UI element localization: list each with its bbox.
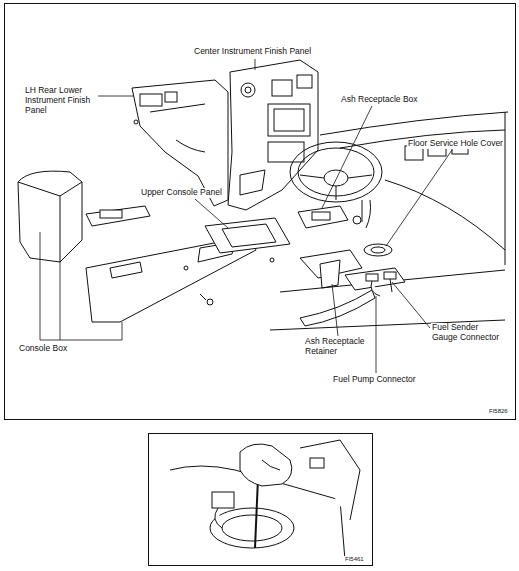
frame [5,4,516,420]
leader-line [40,232,122,340]
center-panel [228,60,318,210]
part-label: LH Rear Lower Instrument Finish Panel [24,86,98,115]
upper-console-panel [205,218,290,262]
center-panel [268,142,304,162]
inset-illustration [210,508,294,548]
ash-receptacle [312,212,330,220]
leader-line [60,262,61,340]
center-panel [241,83,255,97]
console-box [100,210,122,218]
lh-lower-panel [140,94,162,106]
inset-illustration [310,458,324,468]
center-panel [272,80,292,96]
inset-illustration [222,515,282,541]
leader-line [96,96,134,97]
part-label: Ash Receptacle Retainer [304,337,368,357]
floor-service-hole [384,272,396,279]
frame [5,4,516,566]
lh-lower-panel [150,104,205,112]
part-label: Floor Service Hole Cover [407,139,504,149]
frame [149,434,373,566]
inset-illustration [170,440,360,560]
inset-illustration [240,444,292,486]
ash-receptacle [298,206,348,228]
dashboard [362,200,371,228]
leader-line [195,199,228,228]
part-label: Fuel Pump Connector [332,375,417,385]
dashboard [340,130,505,148]
dashboard [290,112,508,265]
upper-console-panel [222,224,276,247]
dashboard [505,112,506,265]
figure-code: FI5826 [488,408,509,415]
lh-lower-panel [165,92,177,102]
floor-service-hole [371,279,392,296]
floor-service-hole [364,244,392,256]
console-box [110,262,142,278]
console-box [18,182,82,196]
inset-illustration [255,478,258,548]
part-label: Ash Receptacle Box [340,95,419,105]
floor-service-hole [366,274,378,281]
part-label: Center Instrument Finish Panel [193,47,312,57]
dashboard [290,142,382,202]
lh-lower-panel [176,140,205,152]
console-box [184,266,188,270]
inset-illustration [212,492,234,508]
dashboard [385,180,505,250]
leader-line [40,59,452,373]
center-panel [268,104,310,136]
leader-line [332,284,338,336]
center-panel [228,60,318,210]
console-box [207,299,213,305]
figure-code: FI5461 [344,556,365,563]
ash-receptacle [300,290,375,326]
floor-service-hole [270,244,505,330]
inset-illustration [300,440,360,520]
leader-line [376,296,377,373]
center-panel [245,87,251,93]
lh-lower-panel [132,80,228,206]
lh-lower-panel [132,80,228,206]
lh-lower-panel [134,120,138,124]
inset-illustration [262,460,280,470]
center-panel [240,170,265,195]
part-label: Console Box [18,344,68,354]
center-panel [274,109,304,131]
leader-line [392,282,430,328]
center-panel [297,75,312,88]
part-label: Upper Console Panel [140,188,223,198]
part-label: Fuel Sender Gauge Connector [431,323,505,343]
inset-illustration [215,508,222,528]
console-box [18,171,82,262]
upper-console-panel [205,218,290,253]
ash-receptacle [320,260,340,288]
dashboard [353,216,361,224]
console-box [86,206,150,226]
console-box [60,196,61,262]
ash-receptacle [298,206,375,326]
leader-line [386,150,452,246]
dashboard [320,112,508,135]
dashboard [324,170,348,186]
console-box [200,294,206,300]
upper-console-panel [270,258,274,262]
leader-line [255,59,256,70]
floor-service-hole [371,247,385,253]
leader-line [322,106,372,208]
